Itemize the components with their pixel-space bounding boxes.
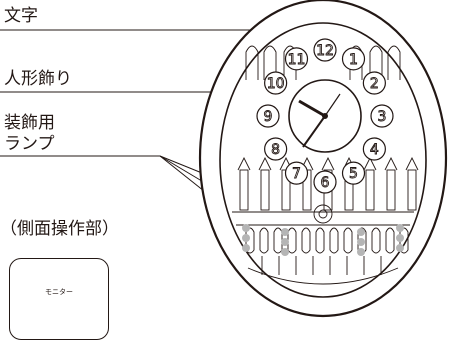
pillar — [407, 169, 417, 211]
numeral: 6 — [321, 175, 330, 191]
label-side-panel: （側面操作部） — [0, 219, 119, 239]
figure-ornament — [315, 227, 325, 254]
numeral-medallion — [341, 47, 366, 71]
lamp-dot — [396, 224, 404, 232]
lamp-dot — [357, 228, 365, 236]
monitor-label: モニター — [45, 288, 73, 296]
numeral-medallion — [284, 161, 309, 185]
lamp-dot — [242, 244, 250, 252]
numeral-medallion — [362, 137, 386, 161]
figure-ornament — [259, 227, 269, 254]
hour-hand — [298, 99, 326, 118]
numeral: 11 — [288, 52, 306, 68]
pillar-spire — [384, 156, 398, 171]
pillar — [239, 169, 249, 211]
pillar — [386, 169, 396, 211]
minute-hand-tail — [324, 93, 341, 117]
arch — [263, 45, 277, 80]
numeral: 8 — [271, 142, 280, 158]
numeral: 10 — [267, 76, 285, 92]
center-ornament — [313, 204, 333, 224]
lamp-dot — [357, 238, 365, 246]
numeral-medallion — [313, 38, 337, 62]
numeral-medallion — [256, 104, 280, 128]
numeral-medallion — [284, 47, 309, 71]
lamp-dot — [281, 238, 289, 246]
lamp-dot — [242, 234, 250, 242]
numeral: 1 — [349, 52, 358, 68]
figure-ornament — [371, 227, 381, 254]
pillar-spire — [258, 156, 272, 171]
numeral-medallion — [264, 71, 288, 95]
lamp-dot — [281, 248, 289, 256]
numeral: 7 — [292, 166, 301, 182]
lamp-dot — [396, 244, 404, 252]
lamp-dot — [242, 224, 250, 232]
label-moji: 文字 — [4, 6, 38, 26]
numeral: 2 — [370, 76, 379, 92]
arch — [245, 45, 259, 80]
hand-pivot — [322, 113, 328, 119]
numeral-medallion — [313, 170, 337, 194]
side-control-panel: モニター — [9, 258, 109, 340]
numeral-medallion — [370, 104, 394, 128]
center-ornament-inner — [318, 209, 328, 219]
lamp-dot — [396, 234, 404, 242]
inner-frame — [219, 22, 427, 298]
pillar-spire — [237, 156, 251, 171]
lamp-dot — [357, 248, 365, 256]
figure-ornament — [301, 227, 311, 254]
label-lamp-line1: 装飾用 — [4, 113, 55, 133]
pillar-spire — [321, 156, 335, 171]
lamp-group — [242, 224, 404, 256]
pillar-spire — [405, 156, 419, 171]
arch — [387, 45, 401, 80]
numeral-medallion — [341, 161, 366, 185]
minute-hand — [302, 115, 326, 148]
numeral: 3 — [378, 109, 387, 125]
numeral: 12 — [316, 43, 334, 59]
numeral: 5 — [349, 166, 358, 182]
figure-ornament — [343, 227, 353, 254]
figure-ornament — [329, 227, 339, 254]
numeral-medallion — [264, 137, 288, 161]
pillar — [365, 169, 375, 211]
lamp-dot — [281, 228, 289, 236]
figure-ornament — [385, 227, 395, 254]
numeral-medallion — [362, 71, 386, 95]
label-lamp-line2: ランプ — [4, 134, 55, 154]
figure-ornament — [287, 227, 297, 254]
arch — [369, 45, 383, 80]
label-ningyou: 人形飾り — [4, 69, 72, 89]
numeral: 9 — [264, 109, 273, 125]
numeral: 4 — [370, 142, 379, 158]
pillar — [260, 169, 270, 211]
